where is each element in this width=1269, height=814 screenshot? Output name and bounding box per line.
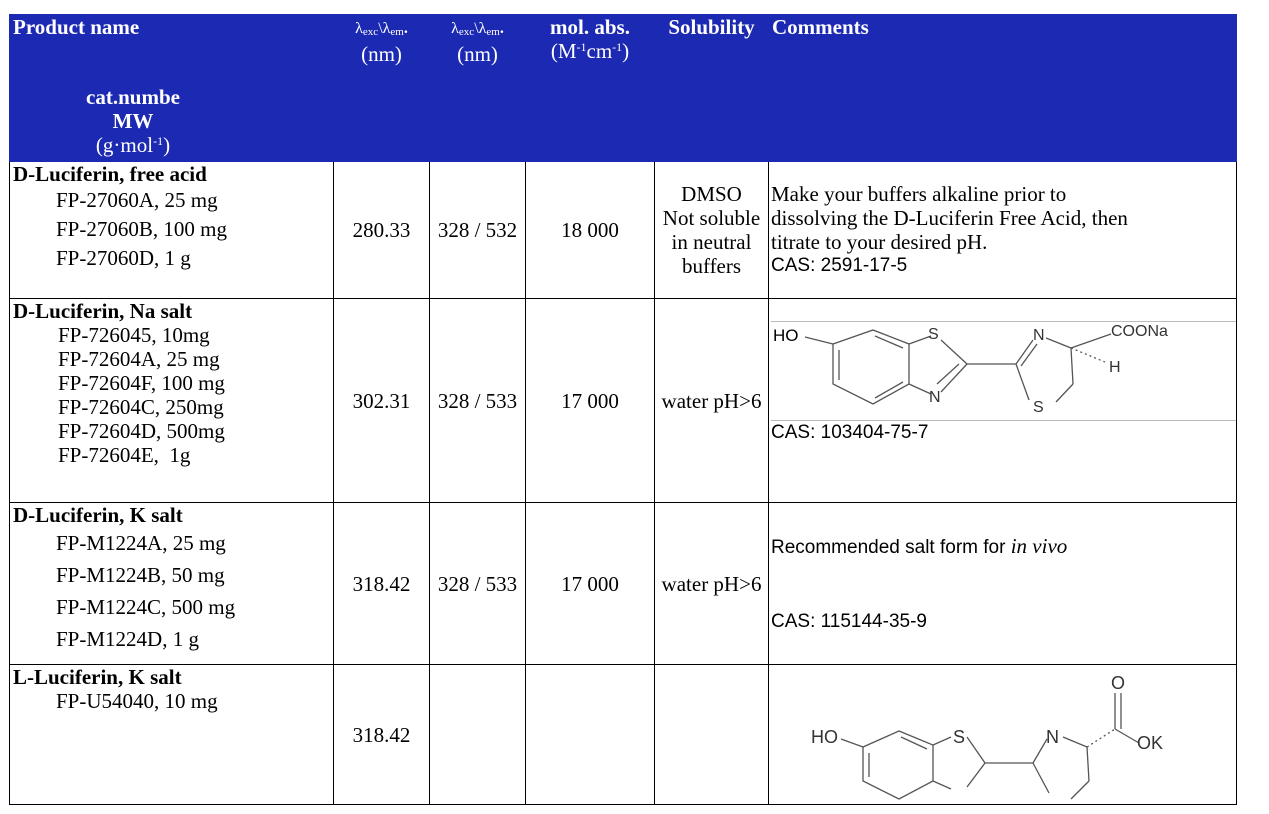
comment-line: titrate to your desired pH. [771,230,988,254]
catalog-item: FP-27060A, 25 mg [56,188,218,212]
catalog-item: FP-72604C, 250mg [58,395,224,419]
header-solubility-label: Solubility [668,15,755,39]
cas-number: CAS: 103404-75-7 [771,422,929,443]
solubility-line: water pH>6 [654,298,769,503]
header-mw-unit: (g·mol-1) [95,133,171,157]
chem-label-h: H [1109,359,1121,376]
catalog-item: FP-72604A, 25 mg [58,347,220,371]
header-comments-label: Comments [772,15,869,39]
comment-line: Recommended salt form for in vivo [771,533,1068,558]
cas-number: CAS: 2591-17-5 [771,255,908,276]
exc-em-value: 328 / 533 [429,298,526,503]
header-mol-abs: mol. abs. (M-1cm-1) [525,14,655,162]
product-cell: D-Luciferin, K salt FP-M1224A, 25 mg FP-… [9,502,334,665]
header-solubility: Solubility [654,14,769,162]
product-name: D-Luciferin, K salt [13,503,183,527]
table-row: L-Luciferin, K salt FP-U54040, 10 mg 318… [9,664,1237,805]
mw-value: 318.42 [333,664,430,805]
header-row: Product name cat.numbe MW (g·mol-1) λexc… [9,14,1237,162]
mw-value: 280.33 [333,161,430,299]
mol-abs-value: 17 000 [525,298,655,503]
cas-number: CAS: 115144-35-9 [771,610,927,632]
chem-label-s: S [1033,399,1044,416]
k-salt-structure: HO [811,673,1163,800]
mw-value: 302.31 [333,298,430,503]
exc-em-value: 328 / 532 [429,161,526,299]
chem-label-s: S [953,727,965,747]
header-exc-em-2: λexc\λem. (nm) [429,14,526,162]
comment-line: Make your buffers alkaline prior to [771,182,1067,206]
mol-abs-value [525,664,655,805]
mol-abs-value: 17 000 [525,502,655,665]
header-lambda-2: λexc\λem. [451,20,504,38]
chem-label-s: S [928,326,939,343]
solubility-cell: DMSO Not soluble in neutral buffers [654,161,769,299]
na-salt-structure: HO [773,323,1168,416]
catalog-item: FP-M1224C, 500 mg [56,595,236,619]
table-row: D-Luciferin, Na salt FP-726045, 10mg FP-… [9,298,1237,503]
catalog-item: FP-27060D, 1 g [56,246,191,270]
comment-cell: HO [768,664,1237,805]
solubility-line: DMSO [681,182,742,206]
catalog-item: FP-27060B, 100 mg [56,217,227,241]
exc-em-value [429,664,526,805]
product-name: D-Luciferin, Na salt [13,299,193,323]
header-product-label: Product name [13,15,140,39]
chem-label-coona: COONa [1111,323,1168,340]
header-nm-1: (nm) [361,42,402,66]
chem-label-ok: OK [1137,733,1163,753]
header-comments: Comments [768,14,1237,162]
header-exc-em-1: λexc\λem. (nm) [333,14,430,162]
solubility-line: in neutral [671,230,752,254]
header-lambda-1: λexc\λem. [355,20,408,38]
mw-value: 318.42 [333,502,430,665]
catalog-item: FP-M1224D, 1 g [56,627,199,651]
product-cell: L-Luciferin, K salt FP-U54040, 10 mg [9,664,334,805]
header-cat-number: cat.numbe [86,85,180,109]
mol-abs-value: 18 000 [525,161,655,299]
catalog-item: FP-M1224B, 50 mg [56,563,225,587]
catalog-item: FP-72604D, 500mg [58,419,225,443]
catalog-item: FP-U54040, 10 mg [56,689,218,713]
product-cell: D-Luciferin, Na salt FP-726045, 10mg FP-… [9,298,334,503]
table-row: D-Luciferin, K salt FP-M1224A, 25 mg FP-… [9,502,1237,665]
exc-em-value: 328 / 533 [429,502,526,665]
product-table: Product name cat.numbe MW (g·mol-1) λexc… [9,14,1237,805]
chem-label-n: N [929,389,941,406]
solubility-line: water pH>6 [654,502,769,665]
solubility-line: buffers [681,254,742,278]
catalog-item: FP-72604E, 1g [58,443,191,467]
product-name: L-Luciferin, K salt [13,665,182,689]
header-mol-abs-unit: (M-1cm-1) [550,39,630,63]
comment-line: dissolving the D-Luciferin Free Acid, th… [771,206,1128,230]
chem-label-n: N [1033,327,1045,344]
catalog-item: FP-726045, 10mg [58,323,210,347]
solubility-cell [654,664,769,805]
chem-label-ho: HO [773,326,799,345]
header-product-name: Product name cat.numbe MW (g·mol-1) [9,14,334,162]
chem-label-o: O [1111,673,1125,693]
comment-cell: Recommended salt form for in vivo CAS: 1… [768,502,1237,665]
table-row: D-Luciferin, free acid FP-27060A, 25 mg … [9,161,1237,299]
catalog-item: FP-72604F, 100 mg [58,371,225,395]
product-name: D-Luciferin, free acid [13,162,207,186]
catalog-item: FP-M1224A, 25 mg [56,531,226,555]
comment-cell: HO [768,298,1237,503]
chem-label-n: N [1046,727,1059,747]
header-mol-abs-label: mol. abs. [550,15,630,39]
product-cell: D-Luciferin, free acid FP-27060A, 25 mg … [9,161,334,299]
header-mw: MW [112,109,154,133]
chem-label-ho: HO [811,727,838,747]
header-nm-2: (nm) [457,42,498,66]
comment-cell: Make your buffers alkaline prior to diss… [768,161,1237,299]
solubility-line: Not soluble [662,206,761,230]
